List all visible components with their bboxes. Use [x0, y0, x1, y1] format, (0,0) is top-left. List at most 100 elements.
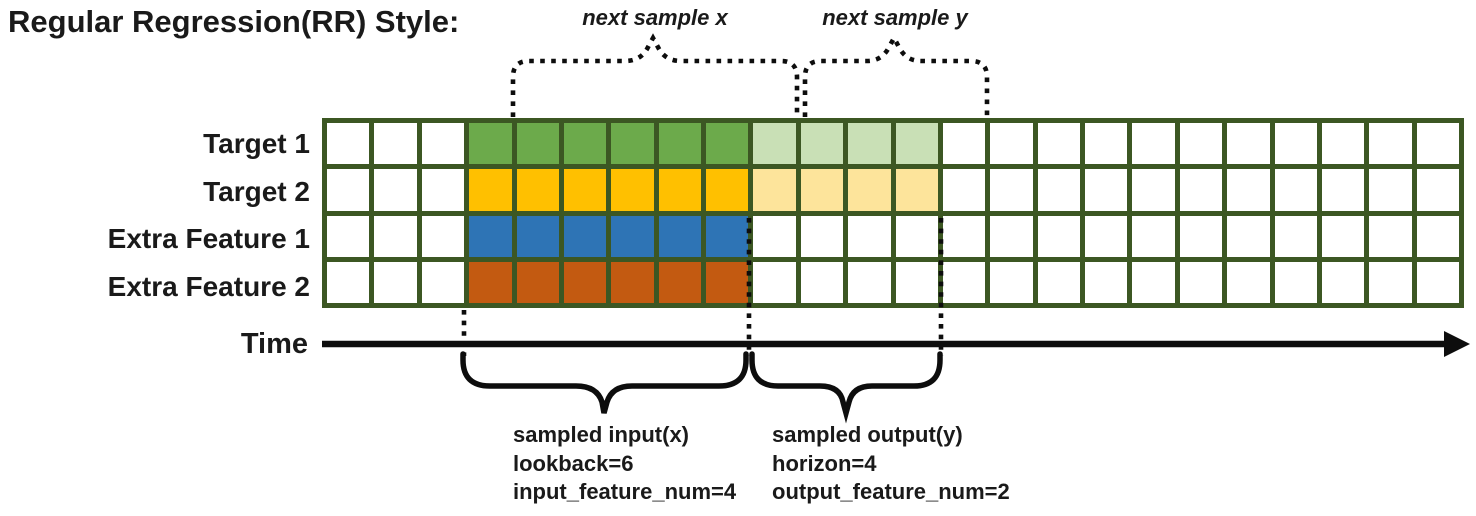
grid-cell [848, 123, 891, 165]
grid-cell [1227, 215, 1270, 257]
grid-cell [611, 261, 654, 303]
next-sample-y-label: next sample y [822, 5, 968, 30]
grid-cell [1416, 169, 1459, 211]
grid-cell [800, 123, 844, 165]
grid-cell [516, 169, 559, 211]
grid-cell [516, 261, 559, 303]
grid-cell [1179, 215, 1223, 257]
time-series-grid [322, 118, 1464, 308]
grid-cell [1085, 123, 1128, 165]
grid-cell [1369, 123, 1412, 165]
grid-cell [942, 215, 986, 257]
grid-cell [800, 261, 844, 303]
grid-cell [942, 123, 986, 165]
grid-cell [421, 123, 465, 165]
grid-cell [1037, 261, 1080, 303]
grid-cell [327, 261, 370, 303]
grid-cell [895, 261, 938, 303]
grid-cell [469, 215, 512, 257]
grid-cell [469, 123, 512, 165]
grid-cell [1274, 123, 1317, 165]
grid-cell [1274, 261, 1317, 303]
grid-cell [706, 215, 749, 257]
grid-cell [469, 169, 512, 211]
grid-cell [421, 215, 465, 257]
sampled-output-line: sampled output(y) [772, 422, 963, 447]
grid-cell [327, 215, 370, 257]
output-feature-num-line: output_feature_num=2 [772, 479, 1010, 504]
grid-cell [800, 215, 844, 257]
grid-cell [421, 261, 465, 303]
grid-cell [848, 215, 891, 257]
grid-cell [990, 215, 1033, 257]
grid-cell [942, 169, 986, 211]
grid-cell [469, 261, 512, 303]
grid-cell [563, 123, 607, 165]
input-feature-num-line: input_feature_num=4 [513, 479, 737, 504]
grid-cell [374, 261, 417, 303]
grid-cell [611, 215, 654, 257]
grid-cell [753, 215, 796, 257]
grid-cell [1037, 123, 1080, 165]
row-label-extra-feature-2: Extra Feature 2 [107, 270, 310, 302]
grid-cell [1321, 169, 1365, 211]
grid-cell [1179, 261, 1223, 303]
grid-cell [753, 261, 796, 303]
grid-cell [1085, 215, 1128, 257]
grid-cell [706, 169, 749, 211]
grid-cell [516, 215, 559, 257]
grid-cell [327, 169, 370, 211]
grid-cell [1037, 169, 1080, 211]
grid-cell [1132, 215, 1175, 257]
grid-cell [1369, 215, 1412, 257]
grid-cell [753, 169, 796, 211]
grid-cell [1416, 261, 1459, 303]
grid-cell [1085, 169, 1128, 211]
row-label-target-2: Target 2 [203, 175, 310, 207]
grid-cell [706, 261, 749, 303]
grid-cell [611, 169, 654, 211]
grid-cell [1132, 169, 1175, 211]
grid-cell [563, 215, 607, 257]
grid-cell [1321, 123, 1365, 165]
grid-cell [658, 123, 701, 165]
grid-cell [611, 123, 654, 165]
grid-cell [1132, 261, 1175, 303]
row-label-target-1: Target 1 [203, 128, 310, 159]
diagram-title: Regular Regression(RR) Style: [8, 4, 460, 39]
grid-cell [895, 169, 938, 211]
grid-cell [1321, 215, 1365, 257]
grid-cell [1369, 169, 1412, 211]
grid-cell [800, 169, 844, 211]
row-label-extra-feature-1: Extra Feature 1 [107, 223, 310, 254]
horizon-line: horizon=4 [772, 450, 877, 476]
grid-cell [1321, 261, 1365, 303]
grid-cell [374, 123, 417, 165]
grid-cell [848, 169, 891, 211]
grid-cell [658, 169, 701, 211]
grid-cell [706, 123, 749, 165]
grid-cell [563, 261, 607, 303]
next-sample-y-brace [802, 33, 990, 117]
next-sample-x-brace [510, 33, 800, 117]
sampled-input-line: sampled input(x) [513, 422, 690, 447]
grid-cell [1274, 169, 1317, 211]
grid-cell [990, 261, 1033, 303]
grid-cell [1037, 215, 1080, 257]
lookback-line: lookback=6 [513, 450, 634, 476]
grid-cell [1179, 123, 1223, 165]
grid-cell [1274, 215, 1317, 257]
grid-cell [753, 123, 796, 165]
grid-cell [990, 169, 1033, 211]
grid-cell [895, 123, 938, 165]
sampled-input-brace [460, 351, 749, 414]
grid-cell [516, 123, 559, 165]
grid-cell [848, 261, 891, 303]
grid-cell [1132, 123, 1175, 165]
grid-cell [658, 215, 701, 257]
grid-cell [990, 123, 1033, 165]
grid-cell [374, 215, 417, 257]
time-axis-arrowhead-icon [1444, 331, 1470, 357]
